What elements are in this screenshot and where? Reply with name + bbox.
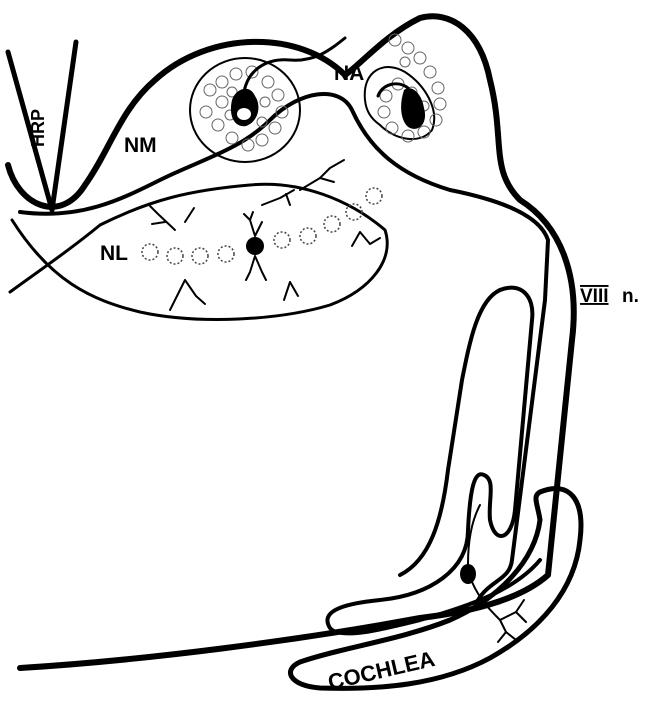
na-nucleus: NA xyxy=(334,34,446,142)
nl-cells xyxy=(142,188,382,264)
brainstem-outline xyxy=(8,16,574,668)
viii-nerve-inner xyxy=(400,290,500,575)
nl-label: NL xyxy=(100,242,128,265)
viii-roman-label: VIII xyxy=(580,286,609,307)
na-neuron xyxy=(401,88,425,129)
nm-nucleus: NM xyxy=(124,38,345,162)
nl-dendrites xyxy=(150,160,380,310)
hrp-label: HRP xyxy=(28,109,48,147)
viii-suffix-label: n. xyxy=(622,286,639,307)
nm-label: NM xyxy=(124,134,157,157)
cochlea-outline xyxy=(290,489,580,689)
nl-neuron xyxy=(246,237,264,255)
viii-label: VIII n. xyxy=(580,286,639,307)
nl-nucleus: NL xyxy=(100,160,382,310)
nm-neuron xyxy=(231,89,258,126)
na-label: NA xyxy=(334,62,364,85)
